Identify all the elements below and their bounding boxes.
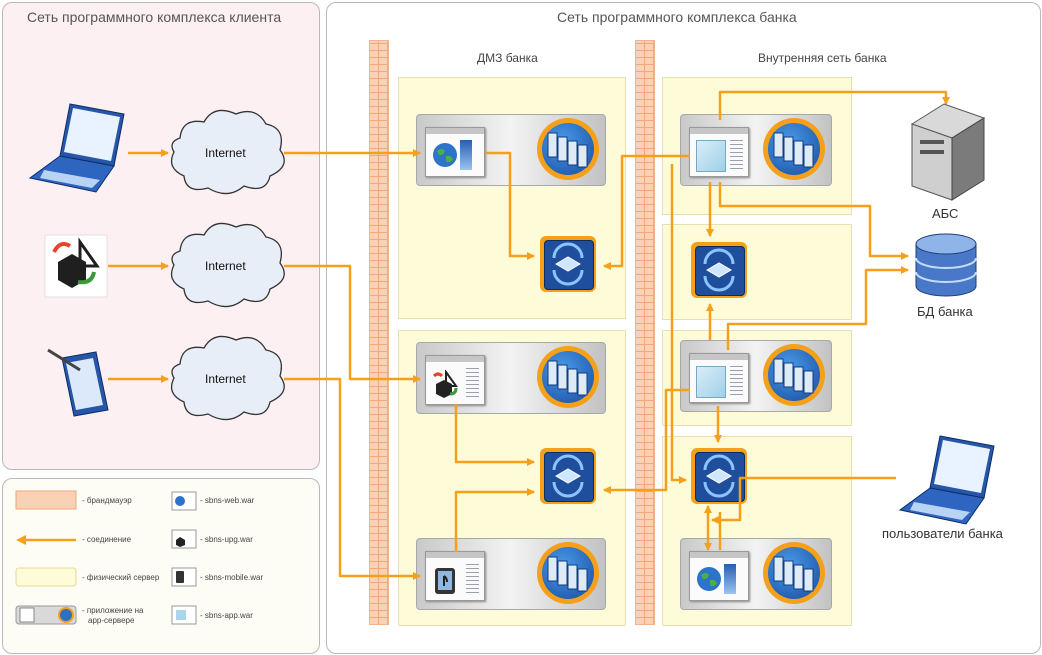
firewall-dmz-inner — [635, 40, 655, 625]
internet-label-3: Internet — [205, 372, 246, 386]
client-upg-icon — [44, 234, 108, 298]
database-icon — [915, 233, 977, 297]
app-server-mobile-dmz — [416, 538, 606, 610]
globe-icon — [433, 143, 457, 167]
sync-bus-icon-internal-1 — [691, 242, 747, 298]
legend-firewall-text: - брандмауэр — [82, 496, 132, 505]
connection-app2-db — [726, 266, 909, 350]
legend-firewall-swatch — [15, 490, 77, 510]
dmz-title: ДМЗ банка — [477, 51, 538, 65]
sbns-web-app-window — [689, 551, 749, 601]
firewall-dmz-outer — [369, 40, 389, 625]
legend-graphics — [15, 490, 197, 625]
sync-bus-icon-dmz-2 — [540, 448, 596, 504]
app-server-web-internal — [680, 538, 832, 610]
connection-users-bus — [711, 476, 896, 524]
legend-app-text: - sbns-app.war — [200, 611, 253, 620]
connection-app-dmz-bus-1 — [603, 154, 690, 270]
server-rack-icon — [763, 344, 825, 406]
app-server-app-internal-2 — [680, 340, 832, 412]
app-server-app-internal-1 — [680, 114, 832, 186]
server-rack-icon — [763, 542, 825, 604]
sbns-app-window — [689, 353, 749, 403]
connection-app-abs — [718, 90, 950, 120]
legend-upg-text: - sbns-upg.war — [200, 535, 253, 544]
server-rack-icon — [537, 346, 599, 408]
globe-icon — [697, 567, 721, 591]
internal-network-title: Внутренняя сеть банка — [758, 51, 887, 65]
client-network-title: Сеть программного комплекса клиента — [27, 9, 282, 25]
connection-app1-bus2 — [670, 164, 687, 484]
upg-cube-icon — [432, 370, 458, 398]
abs-server-icon — [910, 103, 986, 201]
sbns-web-app-window — [425, 127, 485, 177]
sync-bus-icon-internal-2 — [691, 448, 747, 504]
legend-web-text: - sbns-web.war — [200, 496, 255, 505]
internet-cloud-1 — [170, 109, 285, 195]
client-laptop-icon — [28, 103, 125, 193]
sbns-mobile-app-window — [425, 551, 485, 601]
abs-label: АБС — [932, 206, 959, 221]
connection-internet-upg — [284, 264, 421, 383]
client-tablet-icon — [47, 348, 109, 417]
server-rack-icon — [537, 542, 599, 604]
server-rack-icon — [763, 118, 825, 180]
connection-web-bus — [486, 151, 535, 260]
server-rack-icon — [537, 118, 599, 180]
internet-cloud-3 — [170, 335, 285, 421]
connection-internet-mobile — [284, 377, 421, 580]
sync-bus-icon-dmz-1 — [540, 236, 596, 292]
connection-mobile-bus — [454, 488, 535, 552]
legend-app-server-text-1: - приложение на — [82, 606, 144, 615]
bank-network-title: Сеть программного комплекса банка — [557, 9, 797, 25]
internal-server-zone-2 — [662, 224, 852, 320]
sbns-app-window — [689, 127, 749, 177]
internet-label-1: Internet — [205, 146, 246, 160]
legend-app-server-text-2: app-сервере — [88, 616, 135, 625]
internet-cloud-2 — [170, 222, 285, 308]
app-server-upg-dmz — [416, 342, 606, 414]
tablet-touch-icon — [435, 568, 455, 594]
legend-mobile-text: - sbns-mobile.war — [200, 573, 264, 582]
connection-app1-db — [718, 182, 909, 260]
legend-physical-server-swatch — [15, 567, 77, 587]
internet-label-2: Internet — [205, 259, 246, 273]
connection-upg-bus — [454, 404, 535, 466]
legend-physical-server-text: - физический сервер — [82, 573, 160, 582]
legend-connection-text: - соединение — [82, 535, 132, 544]
bank-users-laptop-icon — [898, 435, 995, 525]
connection-app-dmz-bus-2 — [603, 388, 690, 494]
db-label: БД банка — [917, 304, 973, 319]
bank-users-label: пользователи банка — [882, 526, 1003, 541]
